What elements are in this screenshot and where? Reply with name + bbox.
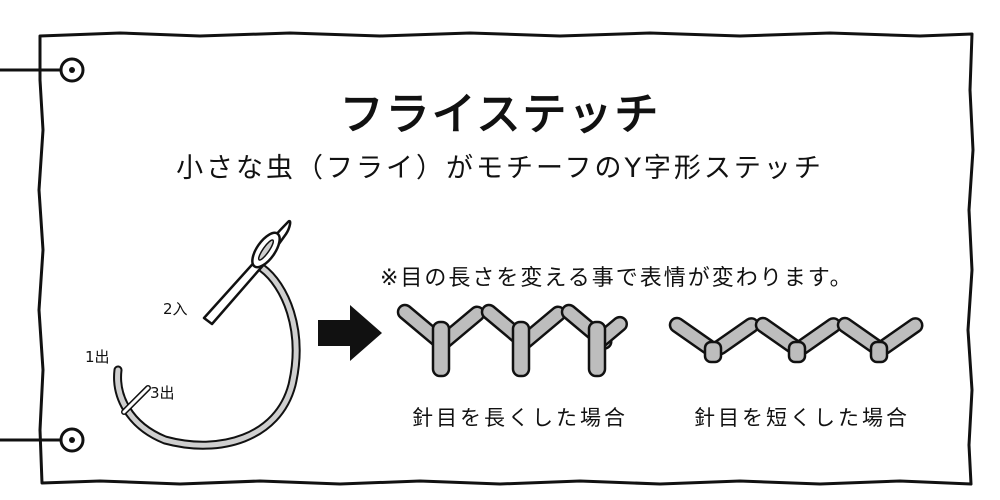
short-stitch-example: [668, 316, 924, 364]
page-title: フライステッチ: [339, 89, 661, 140]
note-text: ※目の長さを変える事で表情が変わります。: [380, 266, 854, 291]
card-border: [37, 31, 975, 486]
stitch-tails: [431, 320, 607, 378]
label-point-3: 3出: [150, 384, 175, 402]
needle-and-thread: [113, 219, 301, 450]
binder-ring-icon: [0, 57, 85, 83]
caption-short-stitch: 針目を短くした場合: [694, 406, 910, 430]
caption-long-stitch: 針目を長くした場合: [412, 406, 628, 430]
label-point-1: 1出: [85, 348, 110, 366]
right-arrow-icon: [318, 305, 382, 361]
page-subtitle: 小さな虫（フライ）がモチーフのY字形ステッチ: [176, 153, 824, 184]
long-stitch-example: [396, 303, 628, 378]
binder-ring-icon: [0, 427, 85, 453]
label-point-2: 2入: [163, 300, 188, 318]
